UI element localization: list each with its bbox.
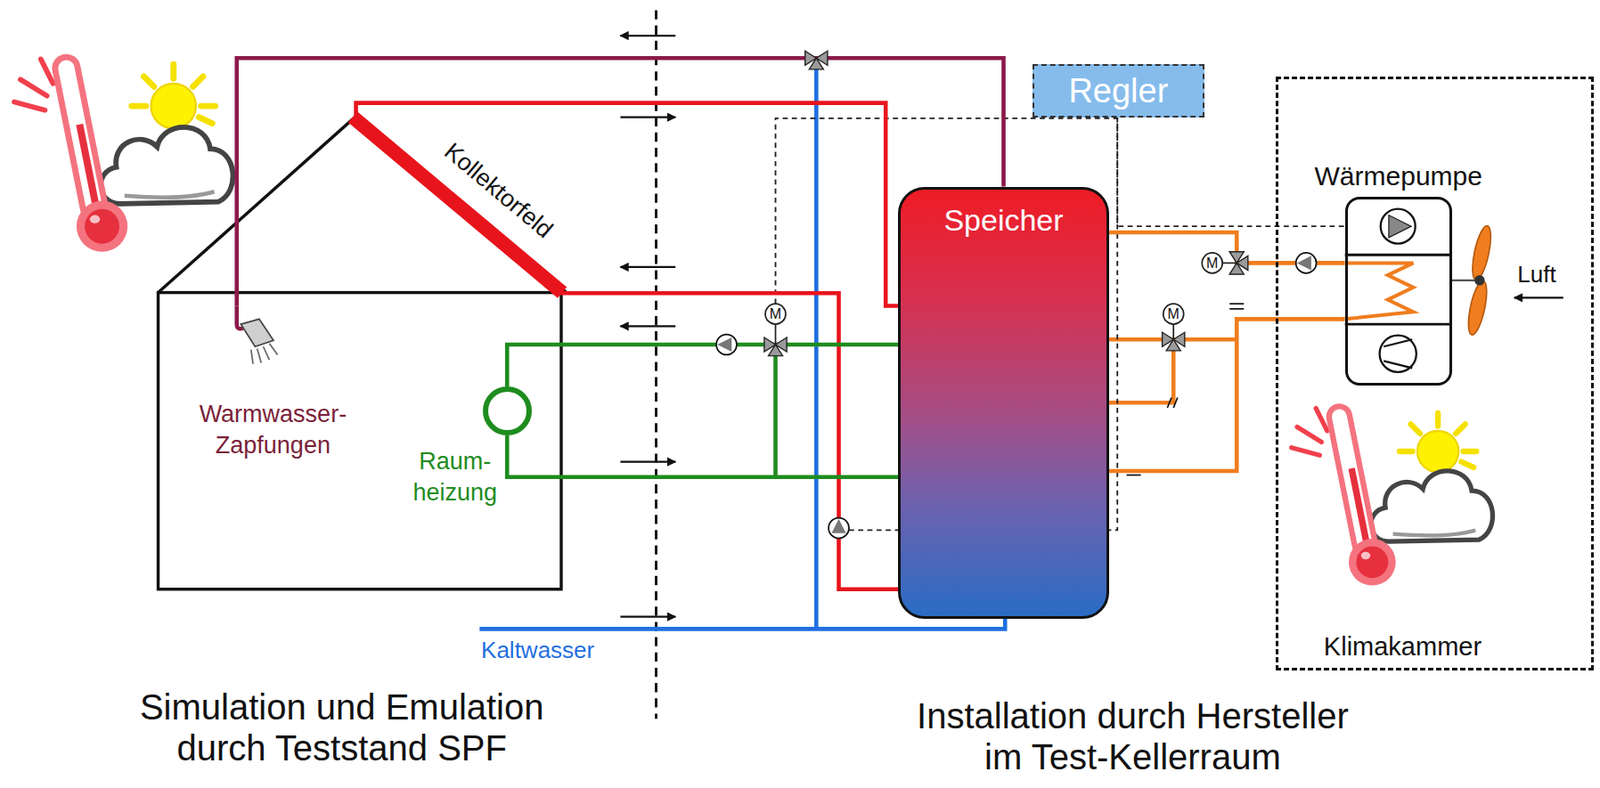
heat-pump-internals: [1345, 262, 1414, 319]
transfer-arrow: [620, 35, 676, 618]
motor-label: M: [1167, 307, 1180, 322]
connector-layer: [236, 57, 1346, 589]
heat-pump-internals: [1345, 253, 1453, 257]
fan-symbol: [1452, 279, 1476, 282]
node-text: Regler: [1068, 73, 1168, 108]
heating-flow-pipe: [506, 344, 898, 387]
storage-tank: Speicher: [897, 187, 1110, 621]
shower-head: [251, 343, 278, 365]
hot-water-pipe: [236, 57, 1005, 306]
collector-return-pipe: [560, 293, 898, 589]
weather-icon: [1291, 408, 1494, 587]
air-label: Luft: [1517, 261, 1556, 290]
transfer-arrow: [620, 616, 676, 619]
heat-pump-internals: [1383, 339, 1413, 368]
weather-icon: [14, 58, 233, 252]
region-caption: Simulation und Emulation durch Teststand…: [119, 686, 565, 769]
three-way-valve: [775, 324, 777, 345]
motor-label: M: [1206, 256, 1218, 271]
motor-circle: [765, 303, 786, 325]
climate-chamber: Klimakammer Wärmepumpe: [1275, 76, 1594, 671]
shower-head: [251, 350, 254, 365]
heat-pump-internals: [1380, 209, 1416, 245]
transfer-arrow: [620, 460, 676, 463]
heat-pump-pipe: [1109, 339, 1174, 403]
transfer-arrow: [620, 116, 676, 119]
check-mark: [1173, 398, 1178, 409]
three-way-valve: [1166, 339, 1181, 352]
node-text: Speicher: [943, 202, 1063, 239]
transfer-arrow: [620, 34, 676, 37]
heating-return-pipe: [506, 435, 898, 478]
house-outline: [158, 114, 567, 293]
three-way-valve: [1172, 324, 1175, 340]
pipe-label: Kaltwasser: [481, 636, 595, 665]
shower-head: [257, 349, 262, 364]
transfer-arrow: [620, 266, 676, 269]
fan-symbol: [1474, 275, 1485, 286]
collector-flow-pipe: [356, 103, 898, 307]
fan-symbol: [1452, 224, 1494, 337]
check-mark: [1126, 303, 1245, 475]
fan-symbol: [1464, 279, 1491, 337]
heating-bypass: [773, 344, 778, 478]
heat-pump-internals: [1345, 209, 1453, 373]
shower-head: [269, 343, 278, 356]
control-line: [1117, 117, 1345, 227]
house-outline: [158, 293, 562, 590]
pump-symbol: [832, 519, 847, 534]
fan-symbol: [1469, 224, 1495, 282]
hot-water-tap: Warmwasser- Zapfungen: [178, 306, 368, 462]
motor-circle: [1163, 303, 1184, 325]
air-arrow: [1514, 296, 1564, 299]
shower-head: [263, 346, 270, 360]
check-mark: [1167, 398, 1172, 409]
pump-symbol: [717, 337, 732, 352]
pump-symbol: [1297, 255, 1312, 270]
transfer-arrow: [620, 325, 676, 327]
pump-symbol: [716, 334, 737, 356]
collector-field: Kollektorfeld: [347, 111, 566, 299]
pump-symbol: [828, 518, 849, 539]
region-caption: Installation durch Hersteller im Test-Ke…: [900, 695, 1364, 778]
three-way-valve: [808, 57, 824, 70]
three-way-valve: [767, 344, 783, 357]
node-text: Warmwasser- Zapfungen: [199, 399, 348, 462]
shower-head: [236, 305, 278, 364]
pump-symbol: [1296, 253, 1317, 274]
controller-box: Regler: [1032, 64, 1204, 118]
three-way-valve: [1222, 262, 1237, 265]
cold-water-pipe: [814, 67, 819, 630]
space-heating-circle: Raum- heizung: [482, 386, 532, 436]
three-way-valve: [1229, 262, 1244, 275]
motor-circle: [1201, 253, 1223, 274]
heat-pump-return-pipe: [1109, 318, 1346, 472]
heat-pump-internals: [1379, 335, 1417, 373]
node-text: Klimakammer: [1323, 631, 1482, 663]
heat-pump-unit: Wärmepumpe: [1345, 196, 1453, 386]
heat-pump-pipe: [1109, 339, 1237, 403]
motor-label: M: [769, 307, 782, 322]
check-mark: [1229, 302, 1244, 305]
heat-pump-internals: [1345, 323, 1453, 327]
heat-pump-internals: [1388, 215, 1412, 238]
shower-head: [240, 318, 274, 347]
check-mark: [1126, 474, 1142, 477]
node-text: Wärmepumpe: [1314, 160, 1483, 193]
node-text: Raum- heizung: [413, 446, 498, 509]
check-mark: [1229, 308, 1244, 311]
node-text: Kollektorfeld: [438, 137, 559, 245]
